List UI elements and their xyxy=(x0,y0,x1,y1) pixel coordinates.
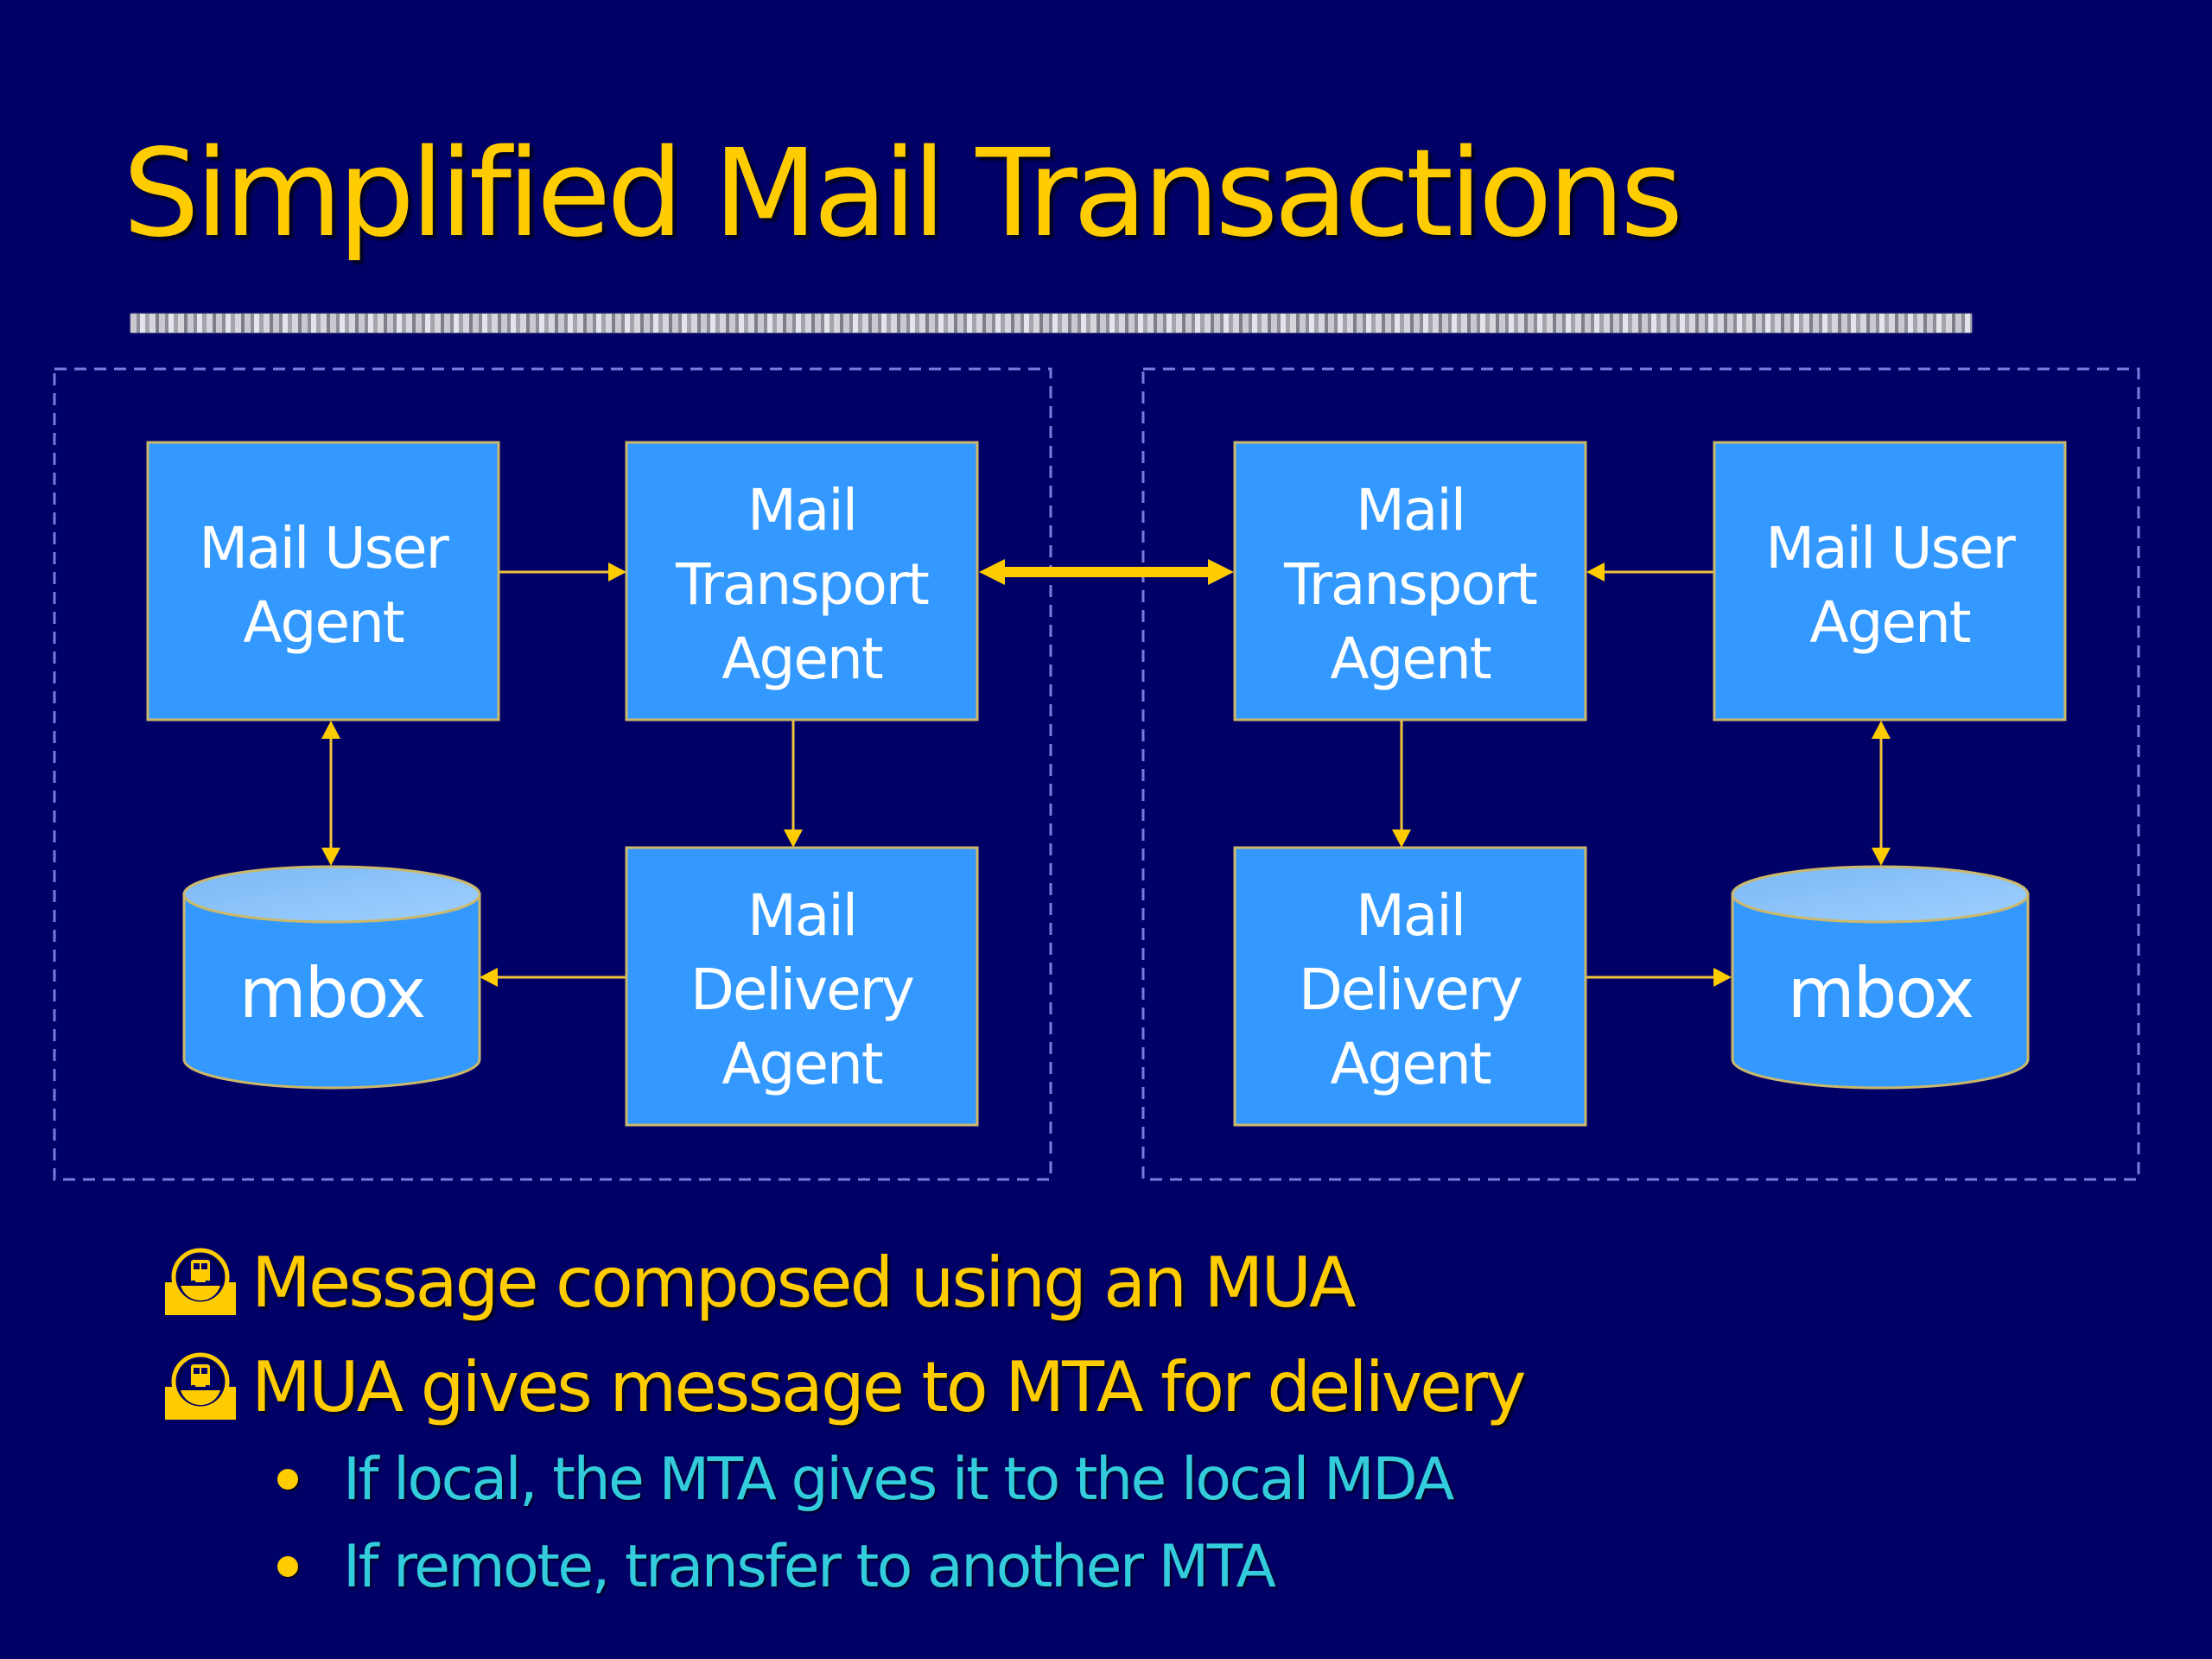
box-label-line: Agent xyxy=(1330,626,1491,692)
box-label-line: Mail xyxy=(747,477,856,543)
box-label-line: Agent xyxy=(721,626,882,692)
right-mbox-cylinder: mbox xyxy=(1731,865,2030,1090)
bullet-item: Message composed using an MUA xyxy=(163,1239,1357,1325)
box-label-line: Mail xyxy=(1356,477,1465,543)
arrow-left-mda-to-mbox xyxy=(480,968,626,987)
right-mua-box: Mail User Agent xyxy=(1713,441,2067,721)
sub-bullet-text: If remote, transfer to another MTA xyxy=(343,1532,1276,1601)
box-label-line: Mail xyxy=(1356,882,1465,949)
slide-title: Simplified Mail Transactions xyxy=(123,124,1683,264)
mbox-label: mbox xyxy=(239,953,425,1033)
box-label-line: Transport xyxy=(675,551,929,618)
box-label-line: Agent xyxy=(1809,589,1970,656)
train-tunnel-icon xyxy=(165,1248,236,1315)
arrow-left-mta-to-mda xyxy=(784,720,803,848)
box-label-line: Agent xyxy=(243,589,404,656)
right-mta-box: Mail Transport Agent xyxy=(1233,441,1587,721)
bullet-text: MUA gives message to MTA for delivery xyxy=(251,1346,1527,1427)
left-mta-box: Mail Transport Agent xyxy=(625,441,979,721)
arrow-right-mua-mbox xyxy=(1872,721,1891,866)
bullet-dot-icon xyxy=(277,1556,298,1577)
arrow-mta-to-mta-bidirectional xyxy=(979,559,1234,585)
train-tunnel-icon xyxy=(165,1352,236,1420)
box-label-line: Transport xyxy=(1283,551,1537,618)
arrow-right-mda-to-mbox xyxy=(1586,968,1732,987)
left-system-boundary xyxy=(53,367,1052,1181)
sub-bullet-text: If local, the MTA gives it to the local … xyxy=(343,1445,1454,1514)
arrow-left-mua-mbox xyxy=(321,721,340,866)
box-label-line: Mail User xyxy=(199,515,449,582)
left-mua-box: Mail User Agent xyxy=(146,441,500,721)
box-label-line: Agent xyxy=(721,1031,882,1097)
arrow-left-mua-to-mta xyxy=(499,563,626,582)
arrow-right-mta-to-mda xyxy=(1392,720,1411,848)
bullet-item: MUA gives message to MTA for delivery xyxy=(163,1344,1527,1430)
left-mda-box: Mail Delivery Agent xyxy=(625,846,979,1127)
left-mbox-cylinder: mbox xyxy=(182,865,481,1090)
right-system-boundary xyxy=(1141,367,2140,1181)
box-label-line: Delivery xyxy=(1299,957,1522,1023)
box-label-line: Mail User xyxy=(1765,515,2016,582)
bullet-text: Message composed using an MUA xyxy=(251,1242,1357,1323)
sub-bullet-item: If local, the MTA gives it to the local … xyxy=(277,1440,1454,1518)
box-label-line: Delivery xyxy=(690,957,914,1023)
box-label-line: Mail xyxy=(747,882,856,949)
mbox-label: mbox xyxy=(1788,953,1974,1033)
arrow-right-mua-to-mta xyxy=(1586,563,1714,582)
box-label-line: Agent xyxy=(1330,1031,1491,1097)
title-divider xyxy=(130,314,1972,333)
bullet-dot-icon xyxy=(277,1469,298,1490)
sub-bullet-item: If remote, transfer to another MTA xyxy=(277,1528,1276,1605)
right-mda-box: Mail Delivery Agent xyxy=(1233,846,1587,1127)
